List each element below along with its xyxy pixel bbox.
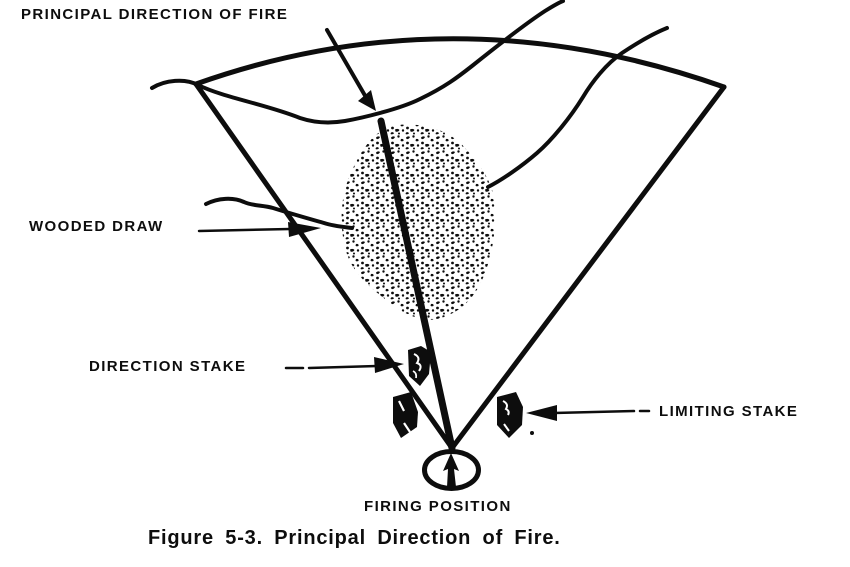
stakes bbox=[393, 346, 523, 438]
principal-direction-line bbox=[377, 117, 456, 452]
direction-stake-label: DIRECTION STAKE bbox=[89, 358, 247, 375]
figure-caption: Figure 5-3. Principal Direction of Fire. bbox=[148, 527, 561, 549]
stream-line-left bbox=[204, 196, 354, 230]
direction-stake-leader-arrow bbox=[284, 357, 404, 373]
sector-of-fire-fan bbox=[193, 36, 727, 451]
direction-stake-icon bbox=[408, 346, 431, 386]
principal-direction-leader-arrow bbox=[325, 28, 376, 111]
print-speck bbox=[530, 431, 534, 435]
principal-direction-label: PRINCIPAL DIRECTION OF FIRE bbox=[21, 6, 289, 23]
sector-max-range-arc bbox=[193, 36, 727, 90]
right-limiting-stake-icon bbox=[497, 392, 523, 438]
terrain-contour-lines bbox=[150, 0, 669, 230]
wooded-draw-leader-arrow bbox=[197, 222, 321, 237]
wooded-draw-vegetation-icon bbox=[341, 124, 496, 320]
limiting-stake-leader-arrow bbox=[526, 405, 651, 421]
annotation-arrows bbox=[197, 28, 651, 421]
sector-right-limit-line bbox=[449, 84, 727, 451]
sector-left-limit-line bbox=[193, 81, 455, 451]
ridge-contour-line bbox=[150, 0, 565, 125]
firing-position-label: FIRING POSITION bbox=[364, 498, 512, 515]
left-limiting-stake-icon bbox=[393, 392, 418, 438]
limiting-stake-label: LIMITING STAKE bbox=[659, 403, 799, 420]
firing-position-symbol bbox=[422, 449, 481, 491]
firing-position-arrow-icon bbox=[443, 453, 459, 487]
stream-line-right bbox=[486, 26, 669, 189]
wooded-draw-label: WOODED DRAW bbox=[29, 218, 164, 235]
